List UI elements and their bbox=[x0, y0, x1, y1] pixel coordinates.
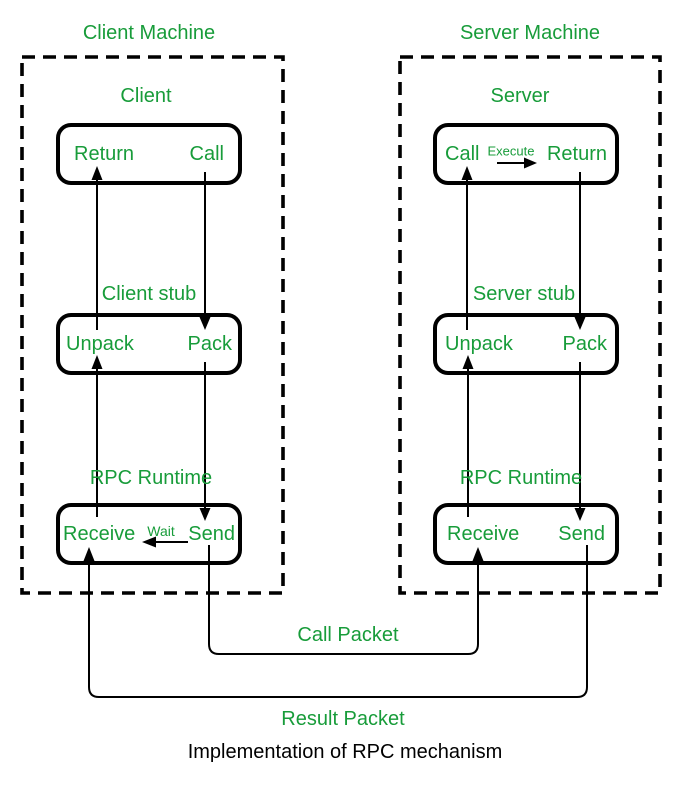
client-stub-box bbox=[56, 313, 242, 375]
client-rpc-runtime-box bbox=[56, 503, 242, 565]
execute-label: Execute bbox=[487, 143, 535, 159]
arrow-down-icon bbox=[574, 317, 586, 330]
pack-label: Pack bbox=[562, 333, 607, 355]
server-stub-box bbox=[433, 313, 619, 375]
client-box-labels: Return Call bbox=[58, 125, 240, 183]
client-rpc-runtime-label: RPC Runtime bbox=[89, 467, 213, 489]
client-box bbox=[56, 123, 242, 185]
server-stub-box-labels: Unpack Pack bbox=[435, 315, 617, 373]
send-label: Send bbox=[188, 523, 235, 545]
arrow-left-icon bbox=[142, 536, 156, 548]
return-label: Return bbox=[74, 143, 135, 165]
unpack-label: Unpack bbox=[66, 333, 134, 355]
return-label: Return bbox=[546, 143, 607, 165]
execute-arrow bbox=[497, 157, 537, 169]
client-call-to-pack-arrow bbox=[199, 172, 211, 330]
wait-label: Wait bbox=[147, 523, 175, 539]
pack-label: Pack bbox=[187, 333, 232, 355]
call-packet-connector bbox=[208, 545, 484, 655]
server-rpc-runtime-box bbox=[433, 503, 619, 565]
server-unpack-to-call-arrow bbox=[461, 166, 473, 330]
call-packet-label: Call Packet bbox=[297, 624, 399, 646]
client-unpack-to-return-arrow bbox=[91, 166, 103, 330]
arrow-up-icon bbox=[91, 355, 103, 369]
arrow-up-icon bbox=[91, 166, 103, 180]
arrow-up-icon bbox=[472, 547, 484, 561]
call-label: Call bbox=[189, 143, 224, 165]
client-machine-title: Client Machine bbox=[82, 22, 216, 44]
server-pack-to-send-arrow bbox=[574, 362, 586, 521]
server-return-to-pack-arrow bbox=[574, 172, 586, 330]
client-pack-to-send-arrow bbox=[199, 362, 211, 521]
result-packet-label: Result Packet bbox=[281, 708, 405, 730]
server-stub-label: Server stub bbox=[472, 283, 576, 305]
client-stub-box-labels: Unpack Pack bbox=[58, 315, 240, 373]
server-machine-title: Server Machine bbox=[459, 22, 601, 44]
arrow-right-icon bbox=[524, 157, 537, 169]
call-label: Call bbox=[445, 143, 480, 165]
server-rpc-runtime-box-labels: Receive Send bbox=[435, 505, 617, 563]
arrow-down-icon bbox=[574, 508, 586, 521]
server-rpc-runtime-label: RPC Runtime bbox=[459, 467, 583, 489]
server-receive-to-unpack-arrow bbox=[462, 355, 474, 517]
server-box-labels: Call Return bbox=[435, 125, 617, 183]
arrow-up-icon bbox=[462, 355, 474, 369]
server-label: Server bbox=[490, 85, 550, 107]
receive-label: Receive bbox=[447, 523, 520, 545]
send-label: Send bbox=[558, 523, 605, 545]
client-machine-border bbox=[20, 55, 285, 595]
server-box bbox=[433, 123, 619, 185]
client-receive-to-unpack-arrow bbox=[91, 355, 103, 517]
arrow-up-icon bbox=[83, 547, 95, 561]
wait-arrow bbox=[142, 536, 188, 548]
arrow-up-icon bbox=[461, 166, 473, 180]
server-machine-border bbox=[398, 55, 662, 595]
arrow-down-icon bbox=[199, 317, 211, 330]
diagram-caption: Implementation of RPC mechanism bbox=[187, 741, 503, 763]
result-packet-connector bbox=[83, 545, 588, 698]
client-label: Client bbox=[120, 85, 172, 107]
client-stub-label: Client stub bbox=[101, 283, 197, 305]
receive-label: Receive bbox=[63, 523, 136, 545]
client-rpc-runtime-box-labels: Receive Send bbox=[58, 505, 240, 563]
arrow-down-icon bbox=[199, 508, 211, 521]
unpack-label: Unpack bbox=[445, 333, 513, 355]
